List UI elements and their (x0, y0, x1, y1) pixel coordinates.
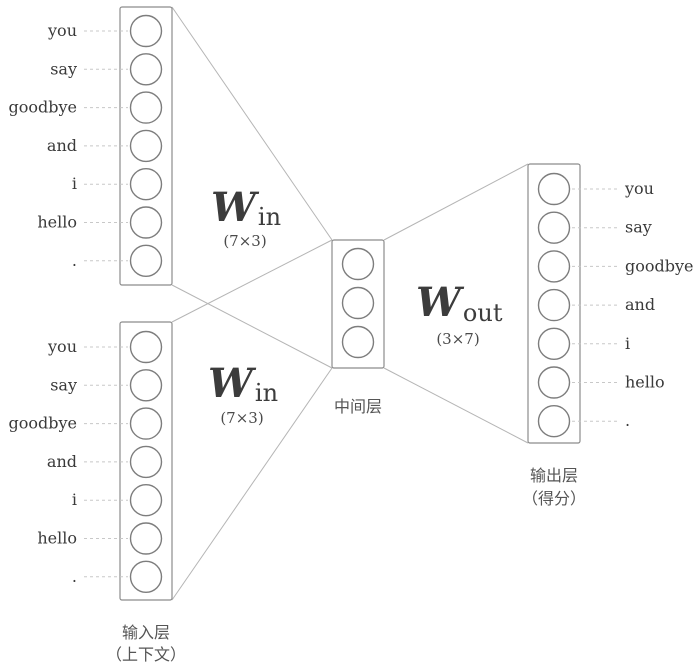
input-layer-1: you say goodbye and i hello. (9, 6, 173, 286)
neuron (129, 445, 163, 479)
word-label: goodbye (625, 256, 694, 275)
weight-subscript: in (255, 379, 278, 407)
neuron (129, 129, 163, 163)
neuron (341, 325, 375, 359)
svg-text:Wout: Wout (416, 279, 503, 327)
word-label: you (47, 21, 77, 40)
connections (171, 6, 529, 601)
neuron (537, 250, 571, 283)
word-label: and (47, 136, 77, 155)
input-layer-2: you say goodbye and i hello. (9, 321, 173, 601)
conn-in2-top-to-hidden (171, 239, 333, 323)
conn-in2-bottom-to-hidden (171, 367, 333, 601)
weight-subscript: out (463, 299, 503, 327)
neuron (129, 560, 163, 593)
word-label: you (624, 179, 654, 198)
weight-symbol: W (211, 184, 260, 231)
hidden-layer-label: 中间层 (334, 397, 382, 416)
word-label: i (72, 174, 77, 193)
word-label: . (72, 567, 77, 586)
weight-symbol: W (208, 360, 257, 407)
neuron (129, 330, 163, 364)
weight-label-in-2: Win (7×3) (208, 360, 278, 427)
weight-dims: (7×3) (223, 232, 266, 250)
word-label: hello (37, 529, 77, 548)
neuron (129, 53, 163, 86)
output-layer: you say goodbye and i hello. 输出层 （得分） (522, 163, 694, 508)
word-label: . (72, 251, 77, 270)
conn-in1-top-to-hidden (171, 6, 333, 241)
neuron (341, 247, 375, 281)
weight-subscript: in (258, 203, 281, 231)
weight-dims: (7×3) (220, 409, 263, 427)
neuron (537, 366, 571, 399)
word-label: say (50, 375, 77, 394)
word-label: goodbye (9, 98, 78, 117)
weight-symbol: W (416, 279, 465, 326)
word-label: say (50, 59, 77, 78)
neuron (537, 288, 571, 322)
conn-in1-bottom-to-hidden (171, 284, 333, 369)
input-layer-label: 输入层 (122, 623, 170, 642)
output-layer-label: 输出层 (530, 466, 578, 485)
word-label: say (625, 218, 652, 237)
word-label: i (625, 334, 630, 353)
neuron (341, 286, 375, 320)
neuron (129, 167, 163, 201)
word-label: . (625, 411, 630, 430)
weight-label-in-1: Win (7×3) (211, 184, 281, 250)
input-layer-sublabel: （上下文） (106, 645, 186, 664)
word-label: you (47, 337, 77, 356)
weight-dims: (3×7) (436, 330, 479, 348)
neuron (129, 407, 163, 440)
word-label: hello (625, 373, 665, 392)
svg-text:Win: Win (208, 360, 278, 407)
neuron (537, 172, 571, 206)
word-label: i (72, 490, 77, 509)
neuron (537, 211, 571, 244)
word-label: goodbye (9, 414, 78, 433)
conn-hidden-to-out-bottom (383, 367, 529, 444)
hidden-layer: 中间层 (331, 239, 385, 416)
svg-text:Win: Win (211, 184, 281, 231)
conn-hidden-to-out-top (383, 163, 529, 241)
neuron (129, 484, 163, 517)
word-label: hello (37, 213, 77, 232)
output-layer-sublabel: （得分） (522, 489, 586, 508)
word-label: and (625, 295, 655, 314)
neuron (129, 14, 163, 48)
weight-label-out: Wout (3×7) (416, 279, 503, 348)
word-label: and (47, 452, 77, 471)
neuron (129, 369, 163, 402)
neuron (537, 327, 571, 360)
neuron (537, 405, 571, 438)
neuron (129, 244, 163, 277)
neuron (129, 91, 163, 124)
neuron (129, 206, 163, 239)
neuron (129, 522, 163, 555)
